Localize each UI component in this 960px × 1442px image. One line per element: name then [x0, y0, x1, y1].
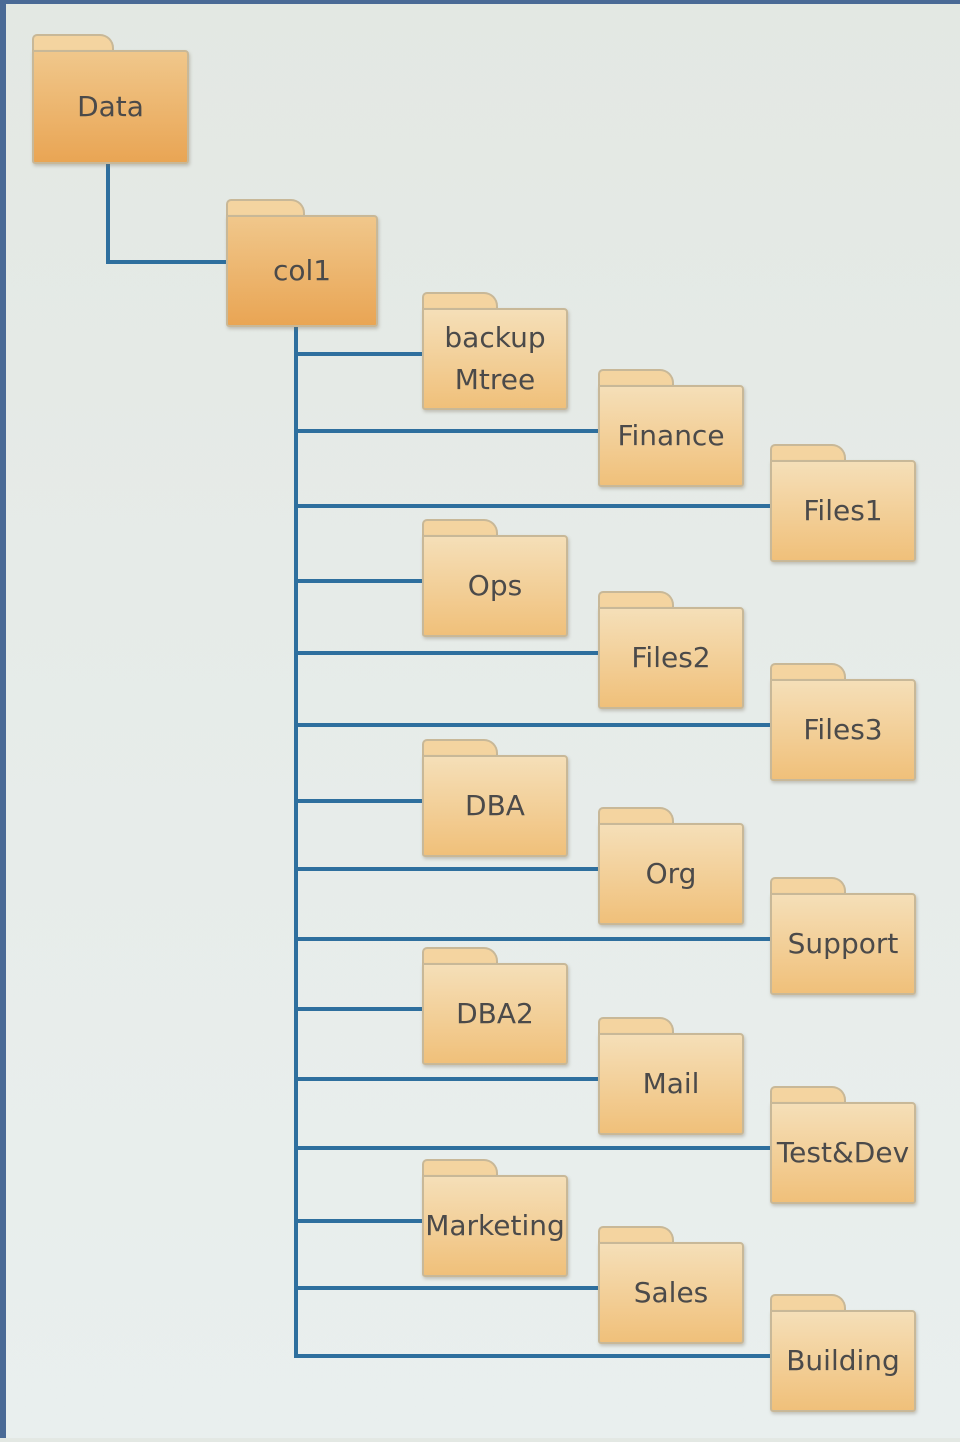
folder-body: Org	[598, 823, 744, 925]
folder-body: Test&Dev	[770, 1102, 916, 1204]
folder-support: Support	[770, 877, 916, 995]
folder-label: Marketing	[425, 1209, 565, 1242]
folder-label-data: Data	[77, 90, 144, 123]
folder-files3: Files3	[770, 663, 916, 781]
folder-data: Data	[32, 34, 189, 164]
folder-label: Org	[645, 857, 697, 890]
folder-body: Support	[770, 893, 916, 995]
folder-finance: Finance	[598, 369, 744, 487]
folder-label-col1: col1	[272, 254, 332, 287]
folder-files2: Files2	[598, 591, 744, 709]
folder-label: Building	[786, 1344, 900, 1377]
folder-body: Building	[770, 1310, 916, 1412]
folder-files1: Files1	[770, 444, 916, 562]
folder-body: backup Mtree	[422, 308, 568, 410]
folder-building: Building	[770, 1294, 916, 1412]
folder-label: Files3	[803, 713, 883, 746]
folder-label: DBA2	[456, 997, 534, 1030]
folder-body: Marketing	[422, 1175, 568, 1277]
folder-body: Ops	[422, 535, 568, 637]
folder-test-dev: Test&Dev	[770, 1086, 916, 1204]
folder-body: DBA2	[422, 963, 568, 1065]
folder-label: Mail	[642, 1067, 700, 1100]
folder-col1: col1	[226, 199, 378, 327]
folder-body: Sales	[598, 1242, 744, 1344]
folder-label: Files2	[631, 641, 711, 674]
folder-body: Finance	[598, 385, 744, 487]
folder-body: Files3	[770, 679, 916, 781]
folder-label: Test&Dev	[776, 1136, 910, 1169]
folder-label: Support	[787, 927, 899, 960]
folder-dba2: DBA2	[422, 947, 568, 1065]
folder-mail: Mail	[598, 1017, 744, 1135]
folder-sales: Sales	[598, 1226, 744, 1344]
folder-backup-mtree: backup Mtree	[422, 292, 568, 410]
folder-body: Files1	[770, 460, 916, 562]
folder-marketing: Marketing	[422, 1159, 568, 1277]
folder-body: DBA	[422, 755, 568, 857]
folder-label: DBA	[465, 789, 525, 822]
tree-connectors	[106, 162, 772, 1358]
folder-label: Ops	[467, 569, 523, 602]
folder-org: Org	[598, 807, 744, 925]
folder-ops: Ops	[422, 519, 568, 637]
folder-label: backup Mtree	[444, 321, 546, 396]
folder-body: Data	[32, 50, 189, 164]
folder-body: col1	[226, 215, 378, 327]
folder-label: Sales	[633, 1276, 709, 1309]
folder-dba: DBA	[422, 739, 568, 857]
folder-label: Files1	[803, 494, 883, 527]
folder-body: Files2	[598, 607, 744, 709]
folder-label: Finance	[617, 419, 725, 452]
folder-body: Mail	[598, 1033, 744, 1135]
